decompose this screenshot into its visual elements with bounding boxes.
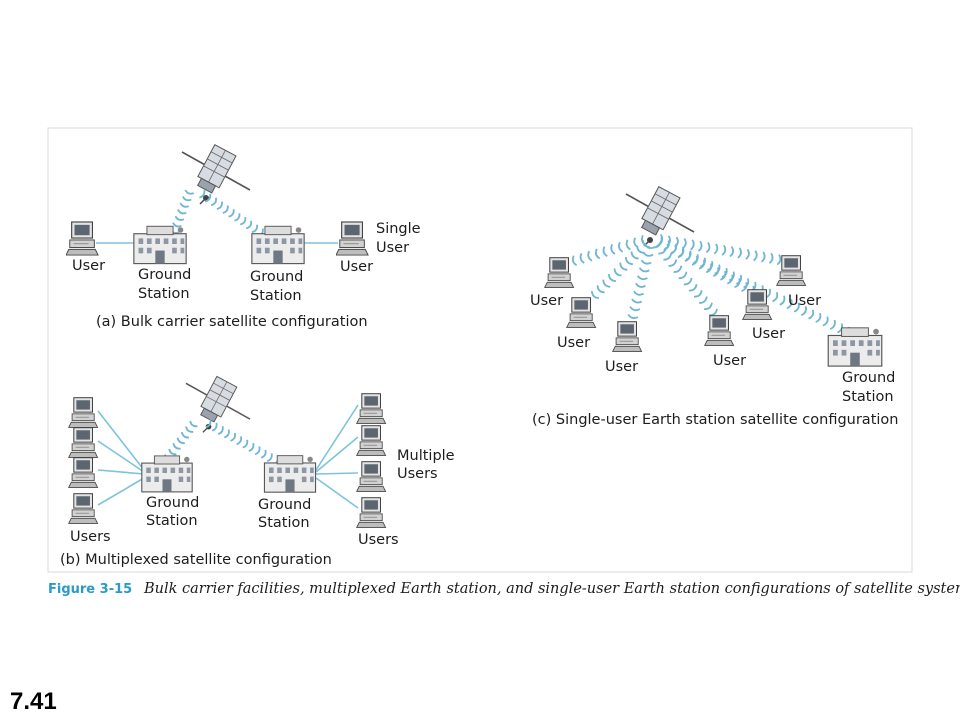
satellite-icon (185, 375, 251, 434)
user-label: User (788, 293, 821, 309)
ground-station-label: Ground (842, 370, 895, 386)
computer-icon (356, 393, 387, 424)
computer-icon (66, 221, 99, 256)
user-label: User (72, 258, 105, 274)
user-label: User (557, 335, 590, 351)
user-label: User (605, 359, 638, 375)
panel-c-single-user: User User User User User User Ground Sta… (530, 185, 898, 428)
computer-icon (356, 461, 387, 492)
panel-caption: (c) Single-user Earth station satellite … (532, 412, 898, 428)
signal-waves (571, 233, 851, 337)
user-label: User (713, 353, 746, 369)
ground-station-label: Station (842, 389, 894, 405)
figure-caption: Bulk carrier facilities, multiplexed Ear… (143, 581, 960, 597)
satellite-icon (625, 185, 695, 247)
panel-caption: (b) Multiplexed satellite configuration (60, 552, 332, 568)
single-user-label: Single (376, 221, 421, 237)
multiple-users-label: Multiple (397, 448, 455, 464)
figure-frame (47, 127, 913, 573)
ground-station-building-icon (827, 327, 883, 367)
link-lines-left (97, 410, 145, 506)
ground-station-label: Station (250, 288, 302, 304)
multiple-users-label: Users (397, 466, 438, 482)
satellite-icon (181, 143, 251, 205)
ground-station-label: Station (138, 286, 190, 302)
ground-station-label: Station (258, 515, 310, 531)
ground-station-label: Station (146, 513, 198, 529)
computer-icon (68, 397, 99, 428)
users-label: Users (358, 532, 399, 548)
computer-icon (704, 315, 735, 346)
signal-waves (167, 189, 270, 241)
link-lines-right (315, 404, 359, 509)
computer-icon (68, 457, 99, 488)
computer-icon (566, 297, 597, 328)
computer-icon (356, 425, 387, 456)
ground-station-building-icon (141, 455, 193, 493)
figure-number: Figure 3-15 (48, 582, 132, 597)
user-label: User (530, 293, 563, 309)
users-label: Users (70, 529, 111, 545)
computer-icon (336, 221, 369, 256)
panel-b-multiplexed: Users Ground Station Ground Station User… (60, 375, 455, 568)
computer-icon (742, 289, 773, 320)
computer-icon (356, 497, 387, 528)
computer-icon (68, 493, 99, 524)
signal-waves (164, 419, 279, 466)
computer-icon (544, 257, 575, 288)
user-label: User (752, 326, 785, 342)
single-user-label: User (376, 240, 409, 256)
panel-caption: (a) Bulk carrier satellite configuration (96, 314, 368, 330)
computer-icon (612, 321, 643, 352)
slide-number: 7.41 (10, 688, 57, 715)
ground-station-building-icon (263, 455, 317, 493)
ground-station-label: Ground (138, 267, 191, 283)
ground-station-building-icon (251, 225, 305, 265)
ground-station-label: Ground (146, 495, 199, 511)
ground-station-label: Ground (250, 269, 303, 285)
ground-station-label: Ground (258, 497, 311, 513)
computer-icon (68, 427, 99, 458)
user-label: User (340, 259, 373, 275)
panel-a-bulk-carrier: User Ground Station Ground Station User … (66, 143, 421, 330)
